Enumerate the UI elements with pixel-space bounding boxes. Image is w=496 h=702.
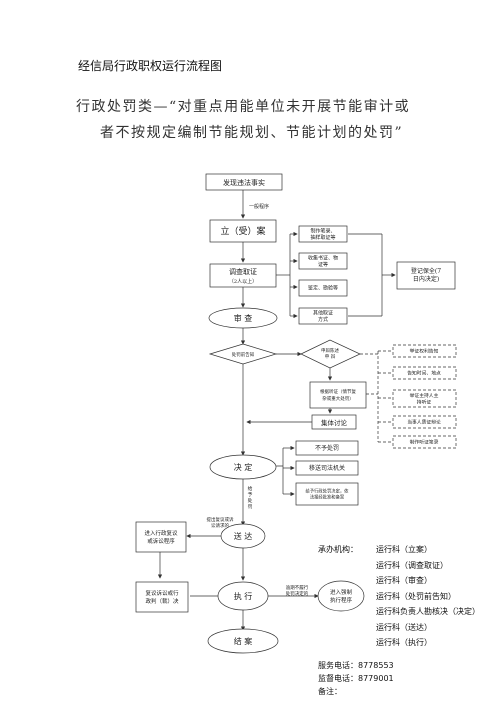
subtitle-line-1: 行政处罚类—“对重点用能单位未开展节能审计或 <box>76 99 411 115</box>
preserve-text-2: 日内决定) <box>413 275 439 283</box>
org-line: 运行科（立案） <box>376 545 432 554</box>
decision-label-char-2: 予 <box>248 491 253 498</box>
hearing-box <box>309 381 367 409</box>
evidence-box-3 <box>298 279 348 297</box>
hearing-step-3-text-2: 持听证 <box>417 398 432 405</box>
org-line: 运行科（处罚前告知） <box>376 591 456 601</box>
enforce-node <box>317 580 365 612</box>
reconsideration-text-1: 进入行政复议 <box>144 529 178 537</box>
close-node <box>207 628 279 654</box>
overdue-label-1: 逾期不履行 <box>286 584 309 591</box>
outcome-box-1 <box>295 440 359 456</box>
register-text: 立（受）案 <box>220 225 265 237</box>
evidence-box-2-text-1: 收集书证、物 <box>308 254 338 261</box>
defense-diamond <box>300 339 361 369</box>
enforce-text-2: 执行程序 <box>330 596 353 604</box>
review-text: 审 查 <box>234 313 253 323</box>
discover-box <box>205 173 283 191</box>
hearing-step-4-text-1: 当事人质证辩论 <box>407 419 441 426</box>
reconsideration-box <box>135 521 187 553</box>
outcome-box-2 <box>295 460 359 476</box>
objection-label-1: 提出复议或诉 <box>207 516 234 523</box>
outcome-box-3-text-2: 法报经批准和备案 <box>310 493 345 500</box>
outcome-box-1-text-1: 不予处罚 <box>315 444 339 452</box>
hearing-dashed-links <box>360 350 392 443</box>
evidence-box-4-text-1: 其他取证 <box>313 309 333 316</box>
rec-result-box <box>135 581 189 613</box>
preserve-box <box>396 261 456 290</box>
execute-node <box>217 581 269 611</box>
hearing-step-3-text-1: 举证主持人主 <box>410 392 439 399</box>
decide-text: 决 定 <box>234 462 253 472</box>
objection-label-2: 讼请求的 <box>211 522 229 529</box>
evidence-box-1-text-1: 制作笔录、 <box>310 227 335 234</box>
rec-result-text-1: 复议诉讼或行 <box>145 589 179 597</box>
hearing-step-4 <box>392 415 457 429</box>
subtitle-line-2: 者不按规定编制节能规划、节能计划的处罚” <box>100 125 404 141</box>
reconsideration-text-2: 或诉讼程序 <box>147 537 175 545</box>
hearing-step-1 <box>392 344 457 358</box>
note-label: 备注： <box>318 687 342 696</box>
defense-text-1: 申辩陈述 <box>321 347 339 354</box>
execute-text: 执 行 <box>234 591 253 601</box>
hearing-step-3 <box>392 389 457 408</box>
org-line: 运行科（审查） <box>376 576 432 585</box>
connector-lines <box>157 190 333 631</box>
evidence-box-4 <box>298 307 348 325</box>
evidence-box-1 <box>298 225 348 243</box>
discover-text: 发现违法事实 <box>223 178 265 187</box>
collective-box <box>311 414 357 430</box>
document-title: 经信局行政职权运行流程图 <box>78 59 223 73</box>
service-phone: 服务电话：8778553 <box>318 661 394 670</box>
evidence-box-1-text-2: 抽样取证等 <box>310 234 335 241</box>
org-line: 运行科（执行） <box>376 638 432 647</box>
evidence-box-2 <box>298 252 348 270</box>
investigate-box <box>209 263 277 288</box>
org-line: 运行科（送达） <box>376 622 432 632</box>
hearing-step-1-text-1: 举证权利告知 <box>410 348 439 355</box>
outcome-box-2-text-1: 移送司法机关 <box>309 464 345 472</box>
outcome-box-3-text-1: 给予行政处罚决定，依 <box>306 488 350 495</box>
enforce-text-1: 进入强制 <box>330 588 353 596</box>
register-box <box>209 219 277 243</box>
collective-text: 集体讨论 <box>321 418 348 427</box>
evidence-box-4-text-2: 方式 <box>318 316 328 323</box>
deliver-text: 送 达 <box>234 531 253 541</box>
defense-text-2: 申 辩 <box>325 353 336 360</box>
decide-node <box>209 454 277 480</box>
evidence-box-2-text-2: 证等 <box>318 261 328 268</box>
hearing-step-5-text-1: 制作听证笔录 <box>410 439 439 446</box>
decision-label-char-3: 处 <box>248 497 253 504</box>
preserve-text-1: 登记保全(7 <box>411 267 441 275</box>
prior-notice-diamond <box>208 343 278 365</box>
hearing-text-1: 根据听证（情节复 <box>320 388 356 395</box>
decision-label-char-1: 给 <box>248 485 253 492</box>
outcome-box-3 <box>295 482 359 506</box>
general-procedure-label: 一般程序 <box>249 203 269 210</box>
hearing-step-2 <box>392 366 457 380</box>
org-line: 运行科负责人勘核决（决定） <box>376 607 480 616</box>
evidence-bracket <box>276 231 396 319</box>
prior-notice-text: 处罚前告知 <box>232 351 255 358</box>
investigate-text-2: （2人以上） <box>229 278 257 285</box>
evidence-box-3-text-1: 鉴定、勘验等 <box>308 285 338 292</box>
supervise-phone: 监督电话：8779001 <box>318 674 394 683</box>
deliver-node <box>220 523 266 549</box>
hearing-step-2-text-1: 告知时间、地点 <box>407 370 441 377</box>
org-line: 运行科（调查取证） <box>376 560 448 570</box>
close-text: 结 案 <box>234 636 253 646</box>
investigate-text-1: 调查取证 <box>229 267 257 276</box>
overdue-label-2: 处罚决定的 <box>286 590 309 597</box>
hearing-text-2: 杂或重大处罚） <box>322 395 354 402</box>
hearing-step-5 <box>392 435 457 449</box>
rec-result-text-2: 政判（裁）决 <box>145 597 179 605</box>
review-node <box>208 307 278 329</box>
decision-label-char-4: 罚 <box>248 504 253 510</box>
org-label: 承办机构： <box>318 545 358 554</box>
